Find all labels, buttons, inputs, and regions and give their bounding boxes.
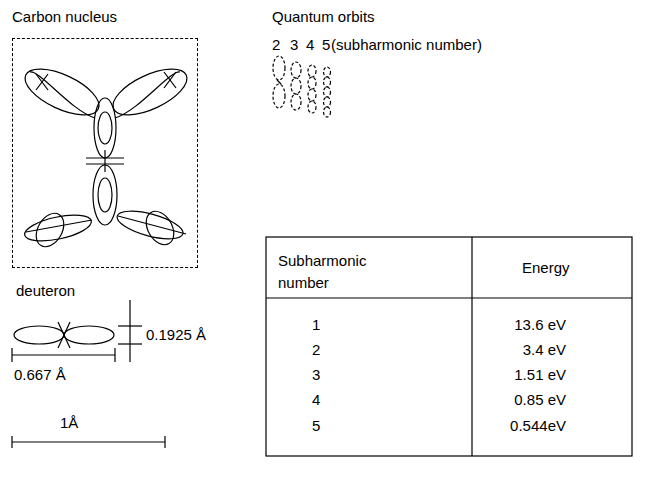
table-cell: 2 — [312, 341, 320, 359]
table-header: Energy — [522, 259, 570, 277]
subharmonic-number: 4 — [306, 36, 314, 54]
carbon-nucleus-figure — [19, 60, 194, 252]
figure-title: deuteron — [16, 282, 75, 300]
table-cell: 3.4 eV — [523, 341, 566, 359]
table-cell: 3 — [312, 366, 320, 384]
figure-title: Carbon nucleus — [12, 8, 117, 26]
table-cell: 0.85 eV — [514, 391, 566, 409]
table-header: Subharmonic number — [278, 250, 408, 294]
table-cell: 1.51 eV — [514, 366, 566, 384]
scale-bar — [12, 436, 165, 448]
table-cell: 5 — [312, 417, 320, 435]
deuteron-figure — [14, 322, 114, 348]
subharmonic-number: 3 — [290, 36, 298, 54]
subharmonic-number: 2 — [272, 36, 280, 54]
section-title: Quantum orbits — [272, 8, 375, 26]
table-cell: 4 — [312, 391, 320, 409]
scale-label: 1Å — [60, 414, 78, 432]
quantum-orbits — [273, 56, 331, 117]
nucleus-frame: Carbon nucleus — [12, 8, 198, 268]
dimension: 0.1925 Å — [146, 326, 206, 344]
dimension: 0.667 Å — [14, 366, 66, 384]
axis-note: (subharmonic number) — [331, 36, 482, 54]
dashed-frame — [12, 38, 198, 268]
energy-table — [266, 237, 632, 456]
dimension-lines — [12, 300, 142, 362]
subharmonic-number: 5 — [322, 36, 330, 54]
table-cell: 13.6 eV — [514, 316, 566, 334]
table-cell: 1 — [312, 316, 320, 334]
table-cell: 0.544eV — [510, 417, 566, 435]
